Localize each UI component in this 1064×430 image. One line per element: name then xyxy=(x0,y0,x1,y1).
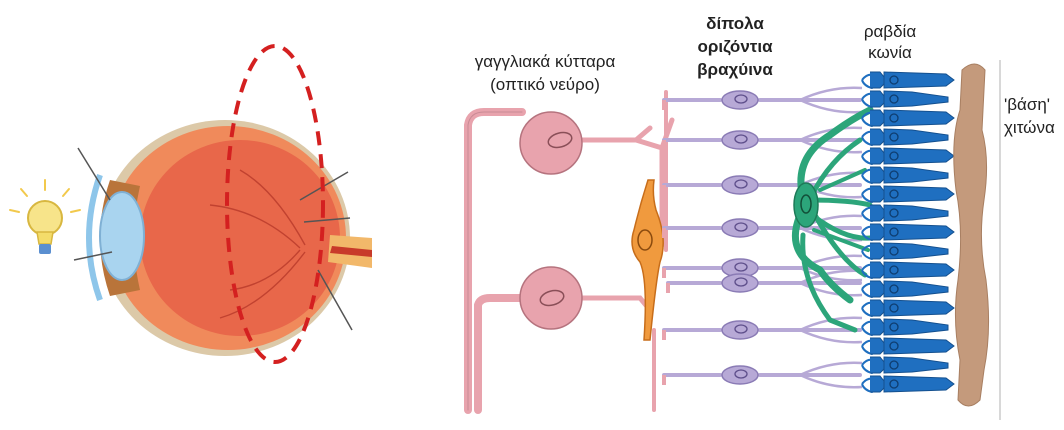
photoreceptor-cell xyxy=(862,224,954,240)
bipolar-cell xyxy=(664,363,862,388)
photoreceptor-cell xyxy=(862,205,948,221)
photoreceptor-cell xyxy=(862,167,948,183)
photoreceptor-layer xyxy=(862,72,954,392)
optic-nerve-label: (οπτικό νεύρο) xyxy=(445,74,645,95)
bipolar-label: δίπολα xyxy=(690,13,780,34)
retina-label: χιτώνα xyxy=(1004,117,1064,138)
photoreceptor-cell xyxy=(862,376,954,392)
photoreceptor-cell xyxy=(862,91,948,107)
photoreceptor-cell xyxy=(862,148,954,164)
lightbulb-icon xyxy=(10,180,80,254)
photoreceptor-cell xyxy=(862,338,954,354)
bipolar-cell xyxy=(664,88,862,113)
pigment-epithelium xyxy=(954,64,989,406)
photoreceptor-cell xyxy=(862,281,948,297)
photoreceptor-cell xyxy=(862,186,954,202)
photoreceptor-cell xyxy=(862,110,954,126)
photoreceptor-cell xyxy=(862,243,948,259)
photoreceptor-cell xyxy=(862,357,948,373)
photoreceptor-cell xyxy=(862,72,954,88)
ganglion-cell-body-top xyxy=(520,112,582,174)
amacrine-cell xyxy=(632,180,663,340)
amacrine-label: βραχύινα xyxy=(680,59,790,80)
photoreceptor-cell xyxy=(862,262,954,278)
eye-illustration xyxy=(74,46,372,362)
base-label: 'βάση' xyxy=(1004,94,1064,115)
photoreceptor-cell xyxy=(862,319,948,335)
photoreceptor-cell xyxy=(862,300,954,316)
photoreceptor-cell xyxy=(862,129,948,145)
cones-label: κωνία xyxy=(845,42,935,63)
horizontal-label: οριζόντια xyxy=(680,36,790,57)
rods-label: ραβδία xyxy=(845,21,935,42)
ganglion-cell-body-bottom xyxy=(520,267,582,329)
bipolar-cell xyxy=(664,256,862,281)
ganglion-label: γαγγλιακά κύτταρα xyxy=(445,51,645,72)
